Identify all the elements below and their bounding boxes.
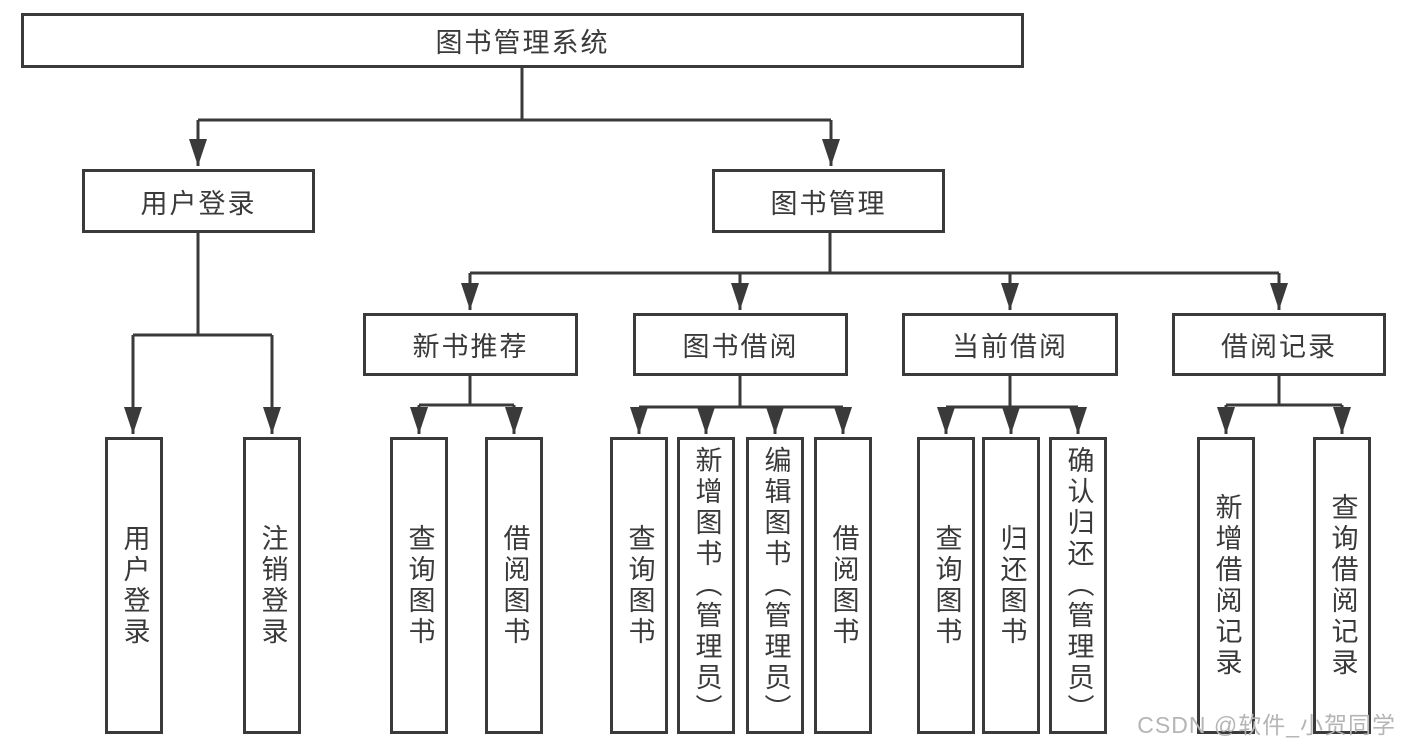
node-library-management-system: 图书管理系统 bbox=[21, 13, 1024, 68]
leaf-query-books-recommend: 查询图书 bbox=[390, 437, 448, 734]
leaf-query-books-recommend-label: 查询图书 bbox=[404, 523, 435, 648]
leaf-borrow-books-label: 借阅图书 bbox=[828, 523, 859, 648]
leaf-borrow-books-recommend-label: 借阅图书 bbox=[499, 523, 530, 648]
leaf-edit-books-admin-label: 编辑图书（管理员） bbox=[760, 446, 791, 725]
node-borrowing-records-label: 借阅记录 bbox=[1221, 332, 1337, 362]
node-book-management-label: 图书管理 bbox=[770, 188, 887, 219]
leaf-add-books-admin-label: 新增图书（管理员） bbox=[691, 446, 722, 725]
leaf-logout-label: 注销登录 bbox=[257, 523, 288, 648]
leaf-user-login: 用户登录 bbox=[105, 437, 163, 734]
leaf-query-borrow-record: 查询借阅记录 bbox=[1313, 437, 1371, 734]
node-book-management: 图书管理 bbox=[712, 169, 945, 233]
leaf-borrow-books: 借阅图书 bbox=[814, 437, 872, 734]
leaf-confirm-return-admin-label: 确认归还（管理员） bbox=[1063, 446, 1094, 725]
node-current-borrowing-label: 当前借阅 bbox=[952, 332, 1068, 362]
leaf-query-borrow-record-label: 查询借阅记录 bbox=[1327, 492, 1358, 679]
node-user-login: 用户登录 bbox=[82, 169, 315, 233]
leaf-query-books-current: 查询图书 bbox=[917, 437, 975, 734]
node-book-borrowing: 图书借阅 bbox=[633, 313, 848, 376]
leaf-add-books-admin: 新增图书（管理员） bbox=[677, 437, 735, 734]
node-borrowing-records: 借阅记录 bbox=[1172, 313, 1386, 376]
leaf-query-books-current-label: 查询图书 bbox=[931, 523, 962, 648]
leaf-logout: 注销登录 bbox=[243, 437, 301, 734]
node-new-book-recommendation: 新书推荐 bbox=[363, 313, 578, 376]
node-new-book-recommendation-label: 新书推荐 bbox=[412, 332, 529, 362]
leaf-add-borrow-record-label: 新增借阅记录 bbox=[1211, 492, 1242, 679]
leaf-confirm-return-admin: 确认归还（管理员） bbox=[1049, 437, 1107, 734]
leaf-return-books: 归还图书 bbox=[982, 437, 1040, 734]
leaf-return-books-label: 归还图书 bbox=[996, 523, 1027, 648]
leaf-query-books-borrowing: 查询图书 bbox=[610, 437, 668, 734]
leaf-query-books-borrowing-label: 查询图书 bbox=[624, 523, 655, 648]
leaf-user-login-label: 用户登录 bbox=[119, 523, 150, 648]
node-current-borrowing: 当前借阅 bbox=[902, 313, 1118, 376]
node-user-login-label: 用户登录 bbox=[140, 188, 257, 219]
leaf-add-borrow-record: 新增借阅记录 bbox=[1197, 437, 1255, 734]
leaf-edit-books-admin: 编辑图书（管理员） bbox=[746, 437, 804, 734]
leaf-borrow-books-recommend: 借阅图书 bbox=[485, 437, 543, 734]
node-library-management-system-label: 图书管理系统 bbox=[435, 28, 610, 58]
node-book-borrowing-label: 图书借阅 bbox=[682, 332, 799, 362]
